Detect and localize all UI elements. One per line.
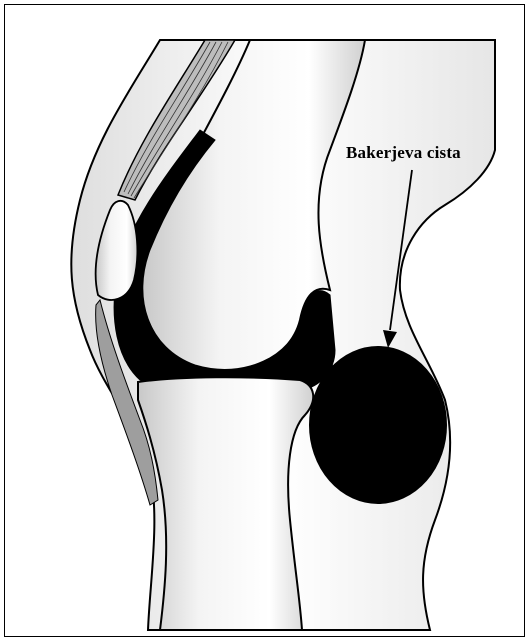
tibia [138, 377, 313, 630]
baker-cyst [310, 347, 446, 503]
annotation-label: Bakerjeva cista [346, 143, 461, 163]
